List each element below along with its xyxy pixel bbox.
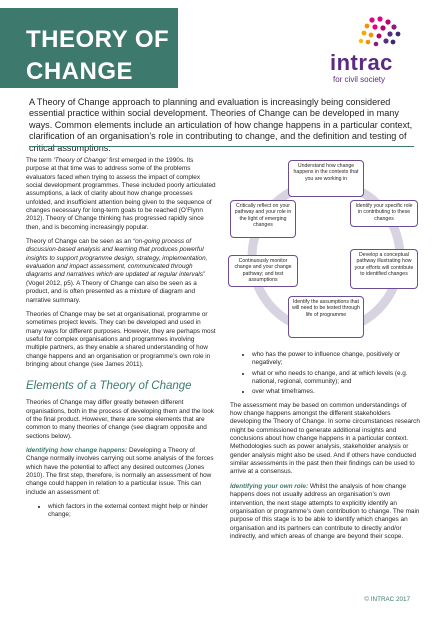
page-title-line-2: CHANGE: [26, 58, 134, 85]
text-run: Whilst the analysis of how change happen…: [230, 482, 420, 540]
list-item: what or who needs to change, and at whic…: [252, 370, 420, 387]
subheading: Identifying how change happens:: [26, 446, 128, 454]
logo-tagline: for civil society: [333, 75, 386, 84]
copyright-notice: © INTRAC 2017: [364, 596, 410, 603]
page-title-line-1: THEORY OF: [26, 26, 170, 53]
theory-of-change-cycle-diagram: Understand how change happens in the con…: [226, 154, 426, 359]
text-run: first emerged in the 1990s. Its purpose …: [26, 157, 216, 231]
text-run: (Vogel 2012, p5). A Theory of Change can…: [26, 279, 197, 304]
paragraph: Theory of Change can be seen as an “on-g…: [26, 238, 216, 305]
paragraph: The assessment may be based on common un…: [230, 401, 420, 476]
section-heading: Elements of a Theory of Change: [26, 380, 192, 393]
left-column: The term ‘Theory of Change’ first emerge…: [26, 157, 216, 525]
subheading: Identifying your own role:: [230, 482, 309, 490]
diagram-node-monitor: Continuously monitor change and your cha…: [228, 255, 298, 287]
paragraph: Theories of Change may be set at organis…: [26, 310, 216, 368]
diagram-node-reflect: Critically reflect on your pathway and y…: [230, 200, 296, 238]
list-item: which factors in the external context mi…: [48, 503, 216, 520]
logo-wordmark: intrac: [330, 50, 393, 75]
bullet-list: which factors in the external context mi…: [26, 503, 216, 520]
diagram-node-identify-assumptions: Identify the assumptions that will need …: [288, 296, 364, 338]
divider: [29, 146, 414, 147]
term-emphasis: ‘Theory of Change’: [53, 157, 108, 164]
bullet-list: who has the power to influence change, p…: [230, 351, 420, 397]
text-run: Theory of Change can be seen as an: [26, 238, 133, 246]
right-column: who has the power to influence change, p…: [230, 351, 420, 547]
text-run: The term: [26, 157, 54, 164]
paragraph: Theories of Change may differ greatly be…: [26, 399, 214, 440]
list-item: who has the power to influence change, p…: [252, 351, 420, 368]
intrac-logo-dots-icon: [358, 16, 401, 47]
paragraph: Identifying how change happens: Developi…: [26, 447, 216, 497]
paragraph: Identifying your own role: Whilst the an…: [230, 483, 420, 541]
list-item: over what timeframes.: [252, 388, 420, 396]
diagram-node-identify-role: Identify your specific role in contribut…: [350, 200, 418, 227]
diagram-node-understand: Understand how change happens in the con…: [288, 160, 364, 197]
header: THEORY OF CHANGE intrac for civil societ…: [0, 0, 438, 95]
diagram-node-develop-pathway: Develop a conceptual pathway illustratin…: [350, 249, 418, 289]
paragraph: The term ‘Theory of Change’ first emerge…: [26, 157, 216, 232]
text-run: Developing a Theory of Change normally i…: [26, 446, 214, 496]
quote-emphasis: “on-going process of discussion-based an…: [26, 238, 208, 279]
title-block: THEORY OF CHANGE: [0, 8, 178, 88]
lead-paragraph: A Theory of Change approach to planning …: [29, 97, 413, 153]
